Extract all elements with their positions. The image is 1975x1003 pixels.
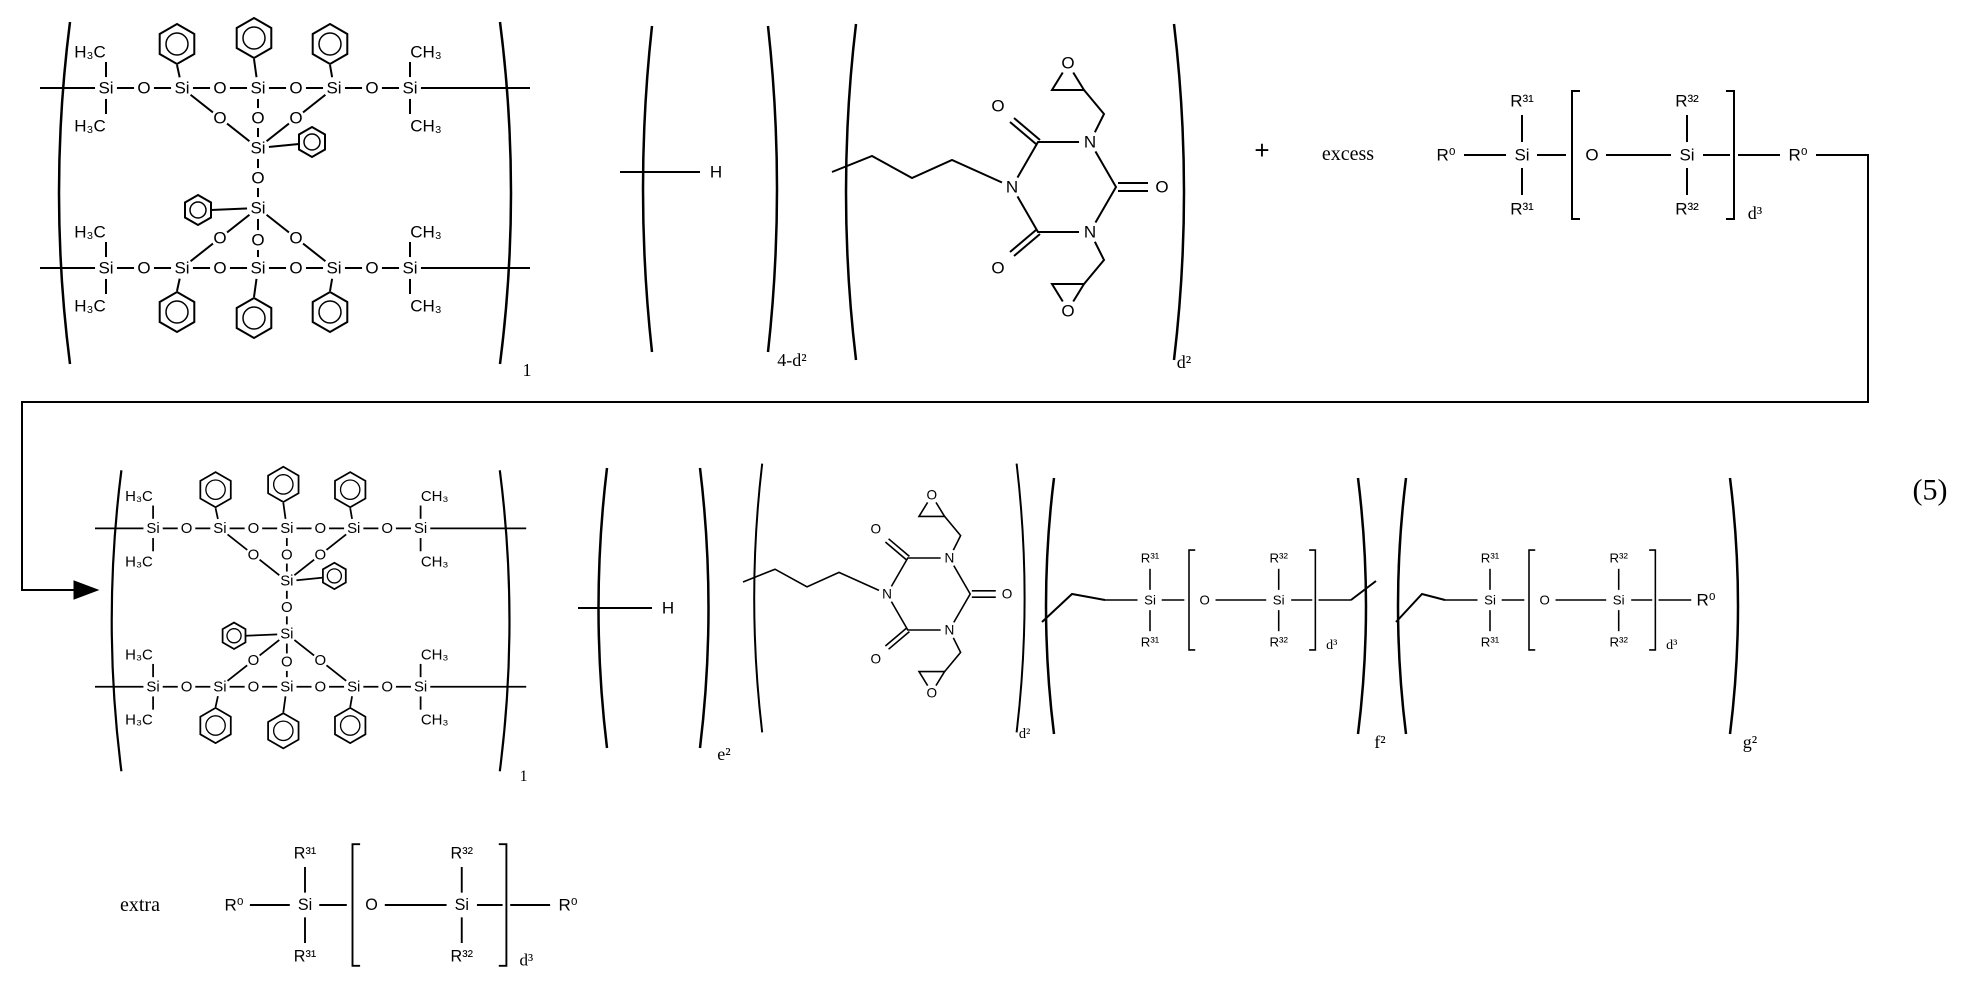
- right-parenthesis: [1356, 477, 1368, 735]
- r0-end-label: R⁰: [1436, 146, 1455, 165]
- alkylene-chain: [1395, 592, 1446, 623]
- siloxane-chain: [1463, 90, 1781, 224]
- excess-siloxane-reagent: R⁰ R⁰: [1436, 90, 1808, 224]
- reaction-connector-line: [21, 154, 1869, 591]
- product-hydride-unit: H e²: [578, 467, 731, 764]
- reactant-hydride-unit: H 4-d²: [620, 25, 807, 370]
- reactant-isocyanurate-unit: [830, 22, 1193, 374]
- left-parenthesis: [641, 25, 654, 353]
- product-cage-unit: [93, 465, 529, 787]
- alkylene-chain: [1041, 592, 1106, 623]
- extra-label: extra: [120, 894, 160, 916]
- product-f2-siloxane-unit: f²: [1041, 477, 1386, 752]
- plus-sign: +: [1254, 135, 1269, 165]
- right-parenthesis: [1728, 477, 1740, 735]
- hydride-subscript: 4-d²: [777, 350, 806, 370]
- reaction-arrowhead: [73, 580, 100, 600]
- r0-end-label: R⁰: [1696, 591, 1715, 610]
- extra-siloxane-residual: extra R⁰ R⁰: [120, 843, 578, 971]
- hydride-subscript: e²: [717, 744, 730, 764]
- equation-number: (5): [1913, 474, 1948, 507]
- right-parenthesis: [698, 467, 710, 749]
- excess-label: excess: [1322, 143, 1374, 165]
- g2-subscript: g²: [1743, 732, 1757, 752]
- reactant-cage-unit: [38, 16, 533, 382]
- r0-end-label: R⁰: [1788, 146, 1807, 165]
- f2-subscript: f²: [1374, 732, 1385, 752]
- right-parenthesis: [766, 25, 779, 353]
- left-parenthesis: [1044, 477, 1056, 735]
- siloxane-chain: [1103, 549, 1353, 655]
- siloxane-chain: [248, 843, 552, 971]
- r0-end-label: R⁰: [558, 896, 577, 915]
- alkylene-chain: [1350, 580, 1377, 601]
- r0-end-label: R⁰: [224, 896, 243, 915]
- product-isocyanurate-unit: [741, 462, 1032, 744]
- h-atom-label: H: [710, 163, 722, 182]
- left-parenthesis: [1396, 477, 1408, 735]
- siloxane-chain: [1443, 549, 1693, 655]
- product-g2-siloxane-unit: R⁰ g²: [1395, 477, 1757, 752]
- h-atom-label: H: [662, 599, 674, 618]
